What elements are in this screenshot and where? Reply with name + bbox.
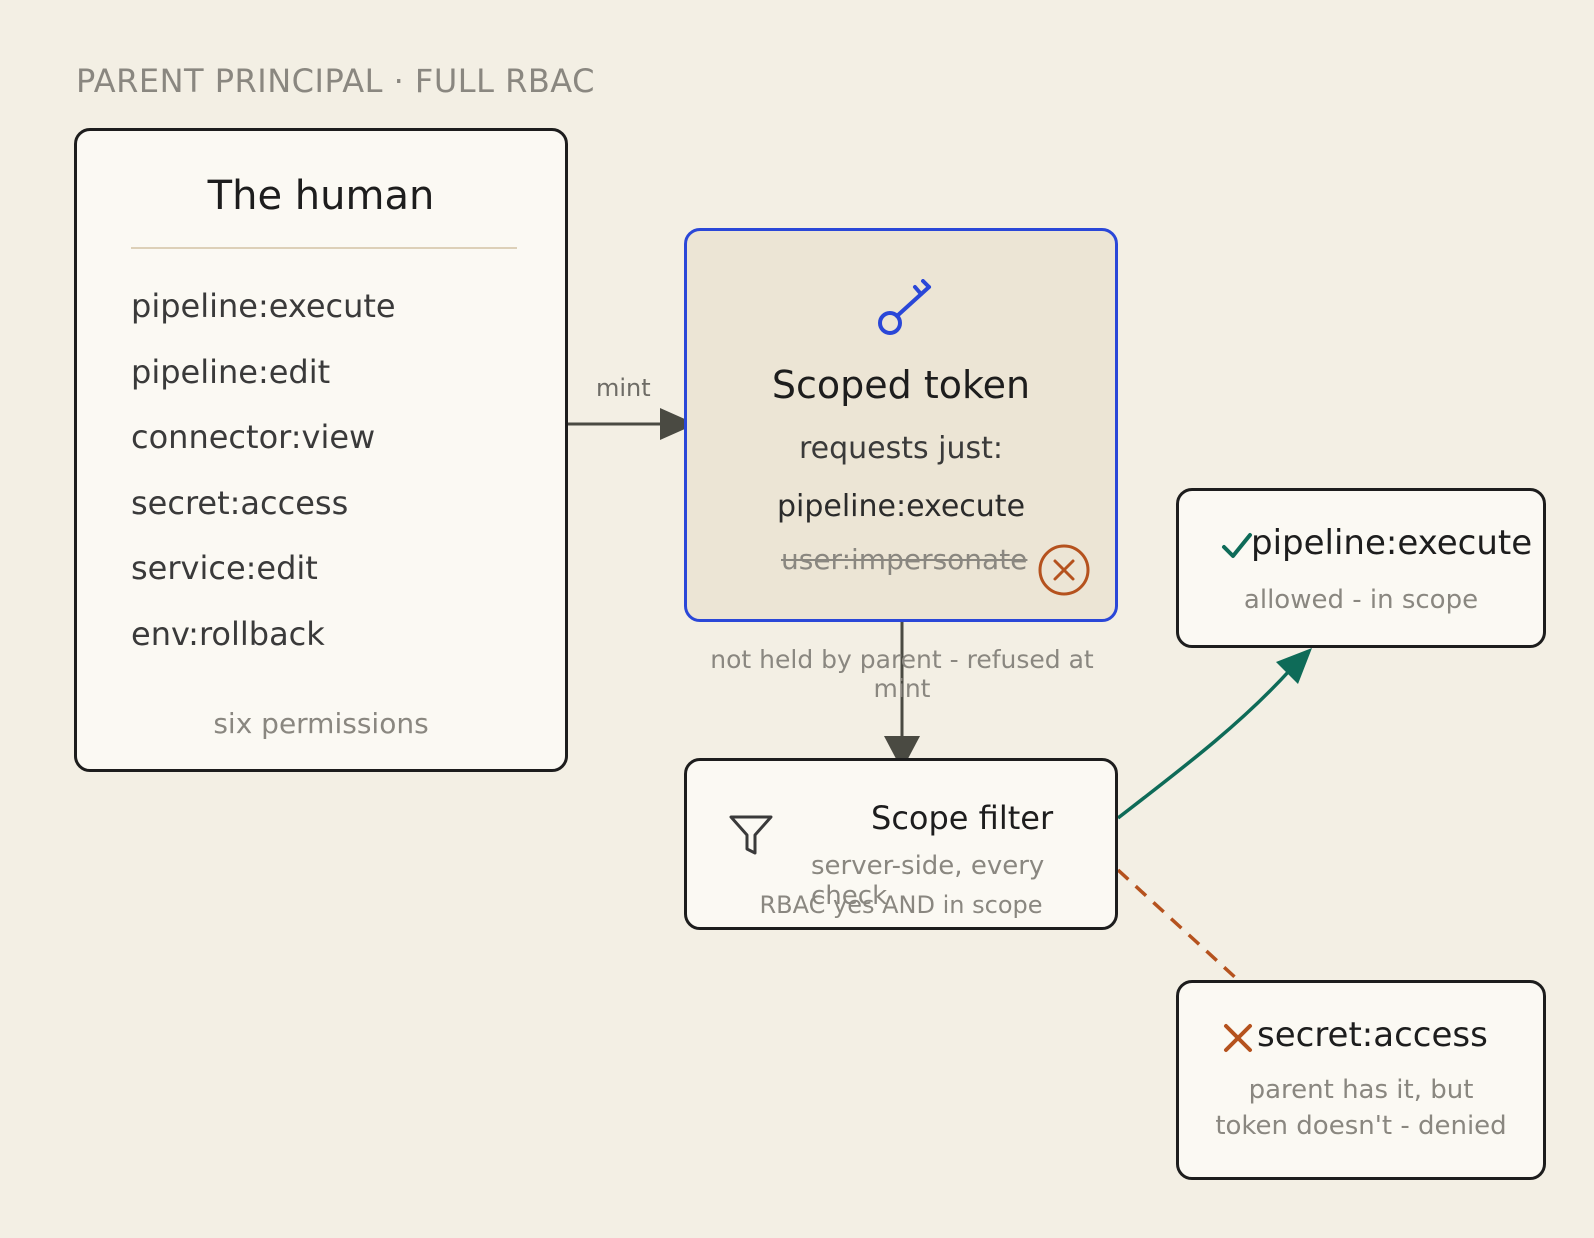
permission-item: pipeline:edit bbox=[131, 353, 331, 391]
filter-rule: RBAC yes AND in scope bbox=[759, 891, 1043, 919]
denied-note-line1: parent has it, but bbox=[1248, 1075, 1474, 1105]
mint-arrow-head bbox=[660, 408, 696, 440]
token-subtitle: requests just: bbox=[798, 431, 1004, 466]
permission-item: connector:view bbox=[131, 418, 376, 456]
allowed-result-box: pipeline:execute allowed - in scope bbox=[1176, 488, 1546, 648]
permission-item: service:edit bbox=[131, 549, 318, 587]
token-refused-permission: user:impersonate bbox=[781, 543, 1028, 576]
permission-count: six permissions bbox=[213, 707, 429, 740]
allowed-note: allowed - in scope bbox=[1243, 585, 1479, 615]
refused-note: not held by parent - refused at mint bbox=[710, 645, 1094, 703]
section-label: PARENT PRINCIPAL · FULL RBAC bbox=[76, 62, 595, 100]
check-icon bbox=[1222, 533, 1252, 558]
human-divider bbox=[131, 247, 517, 249]
filter-subtitle: server-side, every check bbox=[811, 851, 1045, 911]
permission-item: env:rollback bbox=[131, 615, 325, 653]
cross-icon bbox=[1224, 1024, 1252, 1052]
scoped-token-box: Scoped token requests just: pipeline:exe… bbox=[684, 228, 1118, 622]
funnel-icon bbox=[729, 815, 773, 855]
key-icon bbox=[878, 279, 931, 335]
scope-filter-box: Scope filter server-side, every check RB… bbox=[684, 758, 1118, 930]
allowed-permission: pipeline:execute bbox=[1251, 523, 1533, 563]
allow-arrow-line bbox=[1116, 668, 1292, 820]
human-principal-box: The human pipeline:execute pipeline:edit… bbox=[74, 128, 568, 772]
denied-permission: secret:access bbox=[1257, 1015, 1488, 1055]
denied-result-box: secret:access parent has it, but token d… bbox=[1176, 980, 1546, 1180]
permission-item: pipeline:execute bbox=[131, 287, 396, 325]
x-circle-icon bbox=[1038, 544, 1090, 596]
allow-arrow-head bbox=[1276, 648, 1312, 684]
filter-title: Scope filter bbox=[871, 799, 1054, 837]
permission-item: secret:access bbox=[131, 484, 349, 522]
token-title: Scoped token bbox=[771, 363, 1031, 407]
deny-dashed-line bbox=[1116, 868, 1240, 982]
human-title: The human bbox=[207, 173, 435, 219]
denied-note-line2: token doesn't - denied bbox=[1215, 1111, 1507, 1141]
mint-label: mint bbox=[596, 374, 651, 402]
token-requested-permission: pipeline:execute bbox=[776, 489, 1026, 524]
filter-arrow-head bbox=[884, 736, 920, 770]
